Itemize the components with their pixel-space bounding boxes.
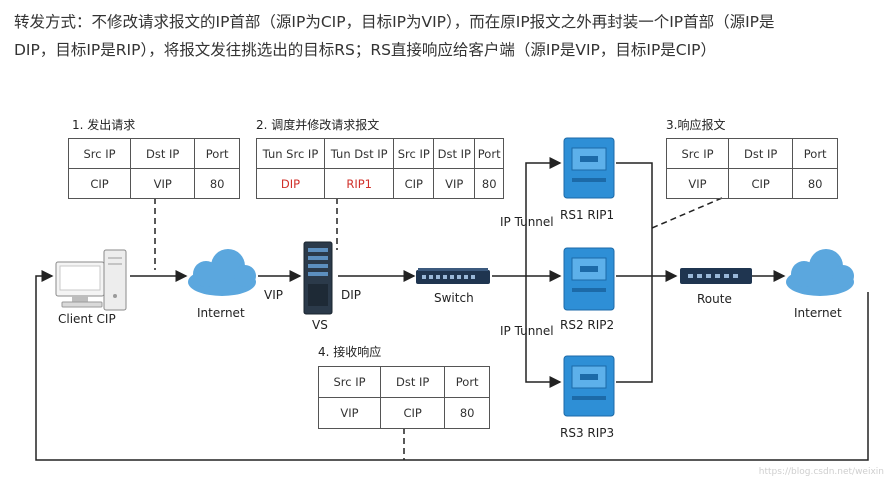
step-3-label: 3.响应报文 — [666, 118, 726, 132]
link-to-rs3 — [525, 276, 562, 388]
t3-header-port: Port — [792, 138, 838, 169]
switch-icon — [416, 268, 490, 284]
t4-header-port: Port — [444, 366, 490, 398]
watermark: https://blog.csdn.net/weixin — [758, 467, 884, 477]
t2-header-src-ip: Src IP — [393, 138, 435, 169]
rs2-server-icon — [563, 247, 615, 311]
vip-label: VIP — [264, 288, 283, 302]
switch-label: Switch — [434, 291, 474, 305]
description-line-2: DIP，目标IP是RIP），将报文发往挑选出的目标RS；RS直接响应给客户端（源… — [14, 41, 717, 59]
link-rs1-route — [616, 162, 653, 276]
packet-header-table-4: Src IP Dst IP Port VIP CIP 80 — [317, 366, 490, 429]
internet-label-2: Internet — [794, 306, 842, 320]
internet-cloud-icon-1 — [188, 249, 256, 296]
internet-cloud-icon-2 — [786, 249, 854, 296]
t4-header-dst-ip: Dst IP — [380, 366, 446, 398]
dip-label: DIP — [341, 288, 362, 302]
t2-value-port: 80 — [474, 168, 504, 199]
rs1-label: RS1 RIP1 — [560, 208, 615, 222]
t2-value-tun-dst-ip: RIP1 — [323, 168, 395, 199]
t2-value-dst-ip: VIP — [433, 168, 476, 199]
step-4-label: 4. 接收响应 — [318, 345, 382, 359]
t3-value-dst-ip: CIP — [728, 168, 794, 199]
packet-header-table-1: Src IP Dst IP Port CIP VIP 80 — [67, 138, 240, 199]
rs3-label: RS3 RIP3 — [560, 426, 615, 440]
t1-header-src-ip: Src IP — [67, 138, 132, 169]
t2-header-tun-src-ip: Tun Src IP — [256, 138, 325, 169]
t2-value-tun-src-ip: DIP — [256, 168, 325, 199]
t2-header-dst-ip: Dst IP — [433, 138, 476, 169]
ip-tunnel-label-2: IP Tunnel — [500, 324, 554, 338]
vs-label: VS — [312, 318, 328, 332]
t1-value-port: 80 — [194, 168, 240, 199]
client-label: Client CIP — [58, 312, 116, 326]
t4-value-port: 80 — [444, 397, 490, 429]
t3-header-src-ip: Src IP — [665, 138, 730, 169]
t1-header-port: Port — [194, 138, 240, 169]
dashed-t3 — [651, 197, 723, 229]
route-icon — [680, 268, 752, 284]
packet-header-table-2: Tun Src IP Tun Dst IP Src IP Dst IP Port… — [256, 138, 504, 199]
t3-header-dst-ip: Dst IP — [728, 138, 794, 169]
link-return-path — [35, 270, 869, 461]
rs1-server-icon — [563, 137, 615, 199]
packet-header-table-3: Src IP Dst IP Port VIP CIP 80 — [665, 138, 838, 199]
t2-header-tun-dst-ip: Tun Dst IP — [323, 138, 395, 169]
description-line-1: 转发方式：不修改请求报文的IP首部（源IP为CIP，目标IP为VIP），而在原I… — [14, 13, 775, 31]
step-1-label: 1. 发出请求 — [72, 118, 136, 132]
vs-server-icon — [303, 241, 333, 315]
t3-value-port: 80 — [792, 168, 838, 199]
step-2-label: 2. 调度并修改请求报文 — [256, 118, 380, 132]
internet-label-1: Internet — [197, 306, 245, 320]
description-text: 转发方式：不修改请求报文的IP首部（源IP为CIP，目标IP为VIP），而在原I… — [14, 8, 884, 64]
link-rs3-route — [616, 276, 653, 383]
t2-value-src-ip: CIP — [393, 168, 435, 199]
t4-value-dst-ip: CIP — [380, 397, 446, 429]
t4-header-src-ip: Src IP — [317, 366, 382, 398]
t2-header-port: Port — [474, 138, 504, 169]
ip-tunnel-label-1: IP Tunnel — [500, 215, 554, 229]
t3-value-src-ip: VIP — [665, 168, 730, 199]
link-to-rs1 — [525, 157, 562, 276]
t1-header-dst-ip: Dst IP — [130, 138, 196, 169]
client-computer-icon — [55, 249, 127, 311]
t1-value-dst-ip: VIP — [130, 168, 196, 199]
rs3-server-icon — [563, 355, 615, 417]
t1-value-src-ip: CIP — [67, 168, 132, 199]
t4-value-src-ip: VIP — [317, 397, 382, 429]
rs2-label: RS2 RIP2 — [560, 318, 615, 332]
route-label: Route — [697, 292, 732, 306]
